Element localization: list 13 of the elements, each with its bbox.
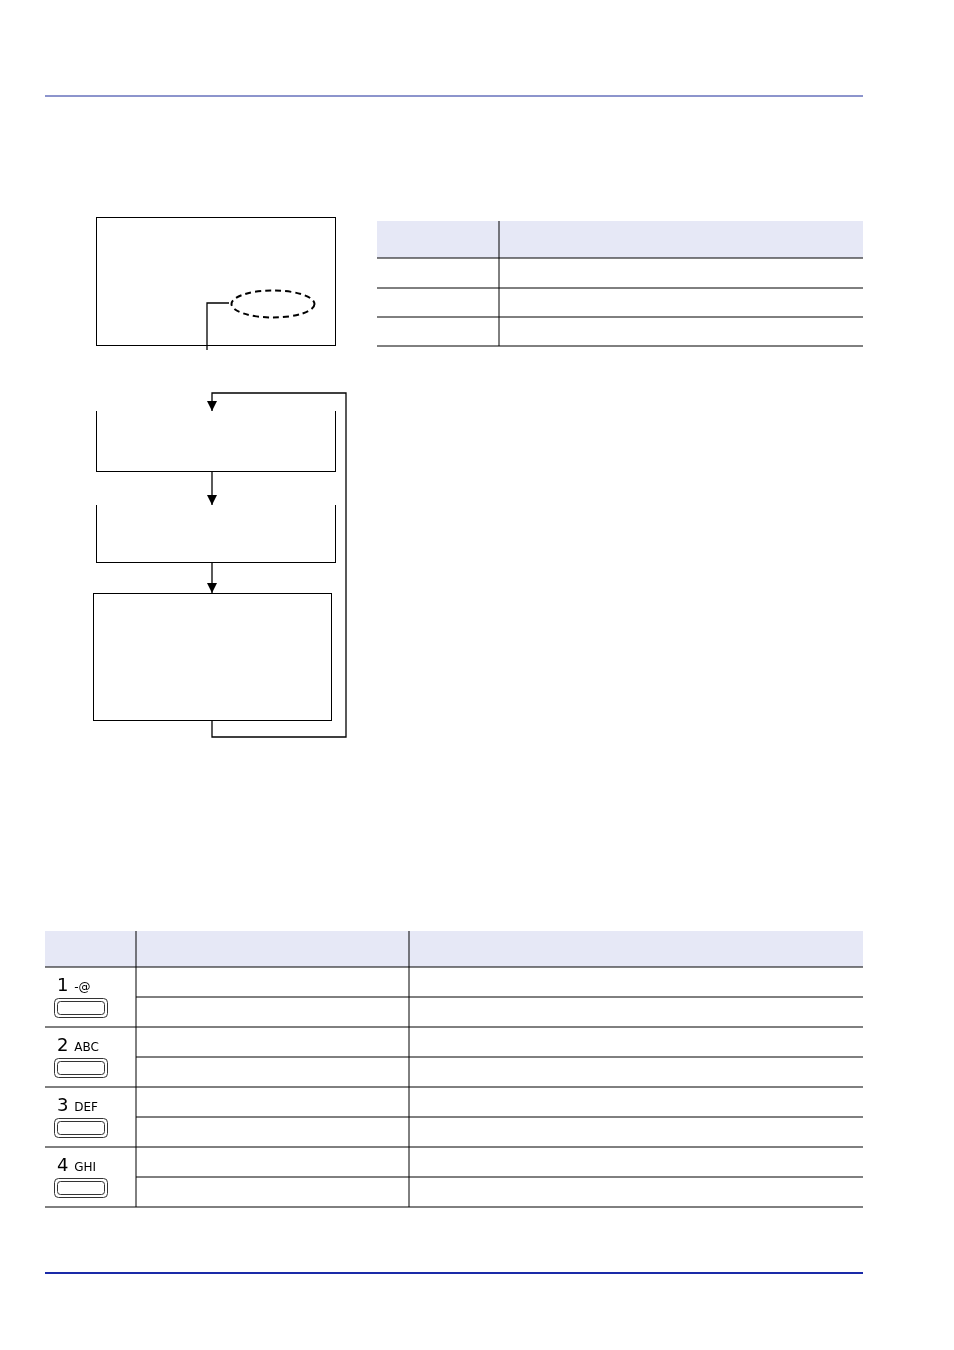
arrow bbox=[207, 562, 217, 594]
dashed-ellipse bbox=[230, 289, 316, 319]
key-label: 1 -@ bbox=[57, 975, 91, 997]
process-box bbox=[96, 411, 336, 472]
key-label: 4 GHI bbox=[57, 1155, 97, 1177]
key-label: 2 ABC bbox=[57, 1035, 99, 1057]
arrow bbox=[207, 392, 347, 738]
process-box bbox=[96, 505, 336, 563]
process-box bbox=[93, 593, 332, 721]
display-screen-box bbox=[96, 217, 336, 346]
key-label: 3 DEF bbox=[57, 1095, 98, 1117]
arrow bbox=[207, 471, 217, 506]
leader-line bbox=[206, 302, 230, 351]
